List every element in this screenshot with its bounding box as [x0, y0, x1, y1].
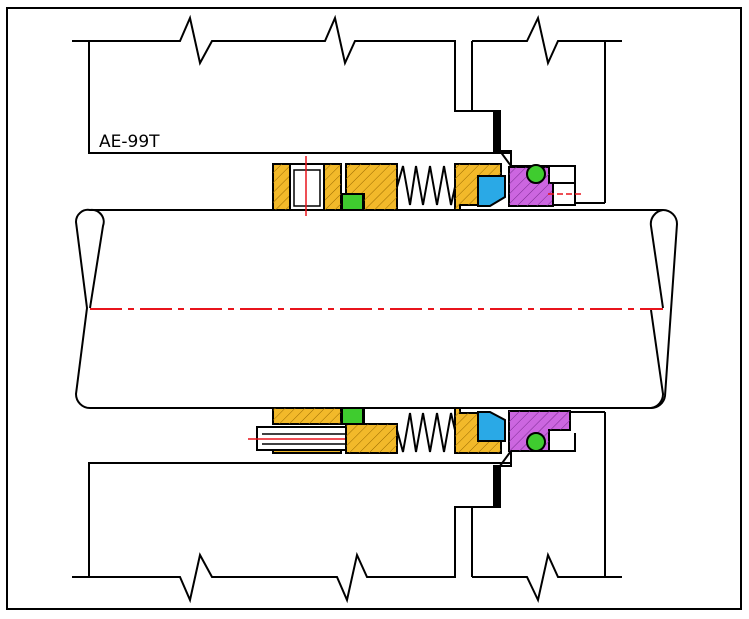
stationary-seat-upper: [477, 175, 506, 207]
o-ring-lower-gland: [526, 432, 546, 452]
drawing-frame: [6, 7, 742, 610]
o-ring-lower-rotary: [341, 407, 364, 425]
o-ring-upper-rotary: [341, 193, 364, 211]
spring-upper: [396, 165, 456, 206]
model-label: AE-99T: [99, 132, 160, 152]
lower-seal: [248, 407, 605, 454]
gasket-upper: [494, 111, 500, 151]
shaft: [74, 208, 679, 410]
upper-seal: [272, 156, 605, 216]
gasket-lower: [494, 466, 500, 506]
o-ring-upper-gland: [526, 164, 546, 184]
stationary-seat-lower: [477, 411, 506, 442]
spring-lower: [396, 412, 456, 453]
